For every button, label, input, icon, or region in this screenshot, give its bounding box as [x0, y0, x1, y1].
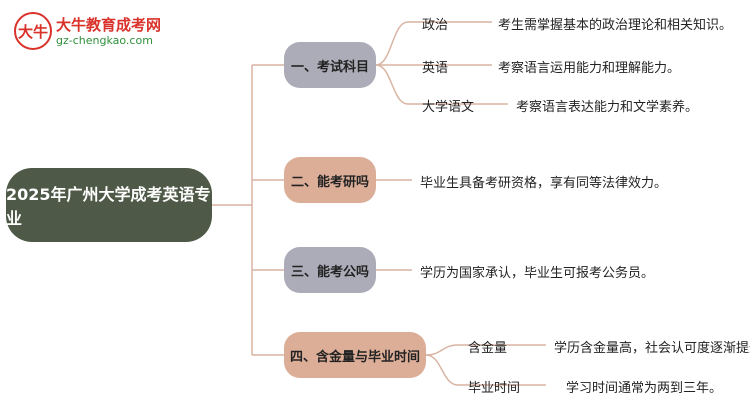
logo-name: 大牛教育成考网: [56, 16, 162, 34]
leaf-desc-value: 学历含金量高，社会认可度逐渐提升。: [554, 341, 750, 356]
site-logo[interactable]: 大牛 大牛教育成考网 gz-chengkao.com: [14, 12, 164, 52]
logo-badge-icon: 大牛: [14, 12, 52, 50]
branch-exam-subjects: 一、考试科目: [284, 42, 376, 88]
root-node: 2025年广州大学成考英语专业: [6, 168, 212, 242]
leaf-desc-duration: 学习时间通常为两到三年。: [566, 381, 723, 396]
leaf-label-chinese: 大学语文: [422, 100, 475, 115]
fan-1: [375, 21, 452, 66]
leaf-postgrad-text: 毕业生具备考研资格，享有同等法律效力。: [420, 176, 668, 191]
branch-postgrad: 二、能考研吗: [284, 157, 376, 203]
leaf-label-english: 英语: [422, 61, 449, 76]
branch-value-and-duration: 四、含金量与毕业时间: [284, 332, 426, 378]
branch-civil-service: 三、能考公吗: [284, 247, 376, 293]
leaf-desc-politics: 考生需掌握基本的政治理论和相关知识。: [498, 18, 733, 33]
fan-4: [425, 344, 546, 356]
leaf-desc-chinese: 考察语言表达能力和文学素养。: [516, 100, 699, 115]
leaf-label-duration: 毕业时间: [468, 381, 521, 396]
logo-url: gz-chengkao.com: [56, 34, 153, 47]
leaf-desc-english: 考察语言运用能力和理解能力。: [498, 61, 681, 76]
fan-1-low: [375, 64, 480, 105]
fan-4-low: [425, 354, 546, 386]
leaf-label-value: 含金量: [468, 341, 508, 356]
leaf-label-politics: 政治: [422, 18, 449, 33]
leaf-civil-service-text: 学历为国家承认，毕业生可报考公务员。: [420, 266, 655, 281]
